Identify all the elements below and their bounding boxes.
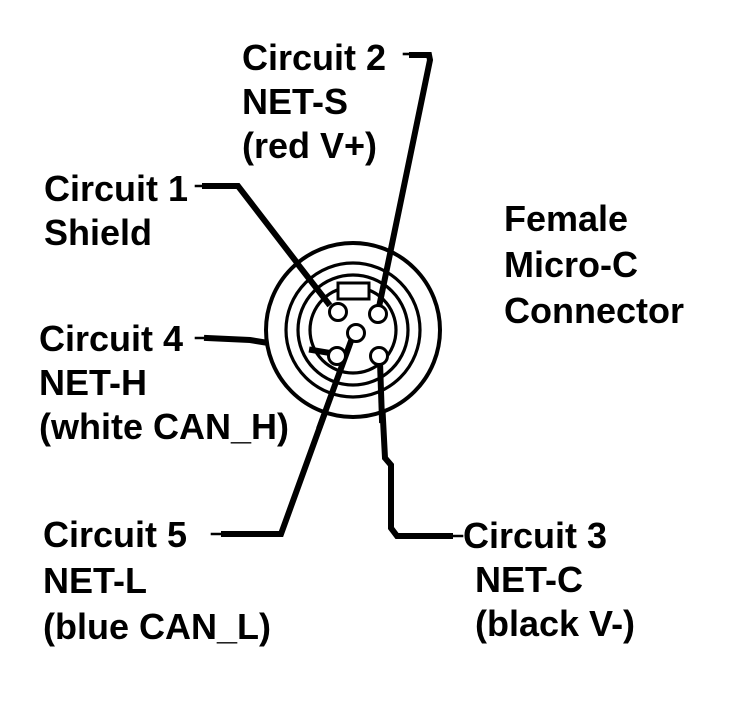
label-circuit-3-line-1: Circuit 3 xyxy=(463,515,608,556)
leader-line-circuit-4-inner xyxy=(308,346,334,357)
leader-line-circuit-2-inner xyxy=(375,250,394,311)
label-circuit-5-line-1: Circuit 5 xyxy=(43,514,188,555)
pin-circuit-5 xyxy=(346,323,366,343)
label-circuit-2: Circuit 2 NET-S (red V+) xyxy=(242,36,386,168)
label-circuit-5-line-2: NET-L xyxy=(43,560,147,601)
connector-title: Female Micro-C Connector xyxy=(504,196,684,334)
pin-circuit-4 xyxy=(327,346,347,366)
label-circuit-3-line-3: (black V-) xyxy=(475,603,636,644)
connector-title-line-2: Micro-C xyxy=(504,244,638,285)
leader-line-circuit-1-inner xyxy=(295,262,333,308)
pin-circuit-1 xyxy=(328,302,348,322)
label-circuit-3: Circuit 3 NET-C (black V-) xyxy=(463,514,635,646)
label-circuit-4-line-2: NET-H xyxy=(39,362,147,403)
label-circuit-2-line-1: Circuit 2 xyxy=(242,37,387,78)
label-circuit-4-line-3: (white CAN_H) xyxy=(39,406,289,447)
label-circuit-1: Circuit 1 Shield xyxy=(44,167,188,255)
keyway-notch-icon xyxy=(336,281,371,301)
label-circuit-3-line-2: NET-C xyxy=(475,559,583,600)
label-circuit-2-line-2: NET-S xyxy=(242,81,349,122)
leader-line-circuit-3 xyxy=(376,358,453,539)
label-circuit-5: Circuit 5 NET-L (blue CAN_L) xyxy=(43,512,271,650)
leader-line-circuit-3-inner xyxy=(376,358,386,424)
connector-title-line-1: Female xyxy=(504,198,629,239)
label-circuit-2-line-3: (red V+) xyxy=(242,125,378,166)
label-circuit-4-line-1: Circuit 4 xyxy=(39,318,184,359)
pin-circuit-2 xyxy=(368,304,388,324)
label-circuit-1-line-2: Shield xyxy=(44,212,153,253)
label-circuit-1-line-1: Circuit 1 xyxy=(44,168,189,209)
label-circuit-4: Circuit 4 NET-H (white CAN_H) xyxy=(39,317,289,449)
label-circuit-5-line-3: (blue CAN_L) xyxy=(43,606,271,647)
pin-circuit-3 xyxy=(369,346,389,366)
connector-title-line-3: Connector xyxy=(504,290,684,331)
leader-line-circuit-2 xyxy=(375,52,434,311)
